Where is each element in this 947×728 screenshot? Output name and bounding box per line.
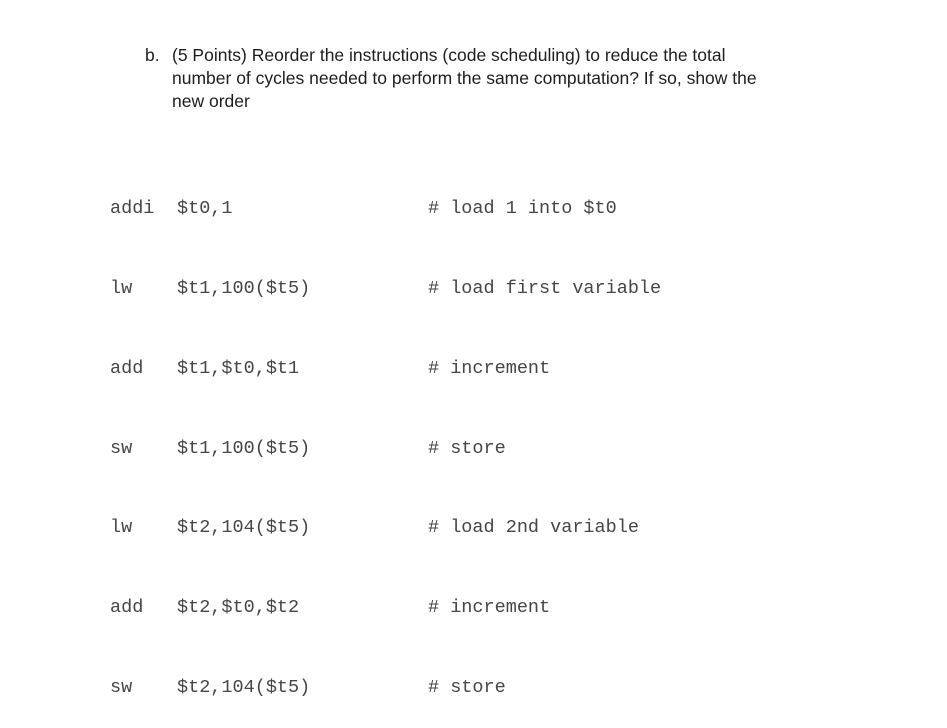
instruction-comment: # load 2nd variable — [428, 517, 639, 539]
question-text-line: number of cycles needed to perform the s… — [172, 68, 757, 88]
code-line: lw $t2,104($t5) # load 2nd variable — [110, 515, 661, 542]
question-text-line: (5 Points) Reorder the instructions (cod… — [172, 45, 726, 65]
code-line: sw $t2,104($t5) # store — [110, 675, 661, 702]
instruction-operands: $t2,104($t5) — [177, 517, 311, 539]
code-line: sw $t1,100($t5) # store — [110, 436, 661, 463]
instruction-comment: # load first variable — [428, 277, 662, 299]
instruction-mnemonic: lw — [110, 277, 133, 299]
instruction-operands: $t2,104($t5) — [177, 676, 311, 698]
question-label: b. — [145, 45, 160, 65]
instruction-operands: $t1,100($t5) — [177, 437, 311, 459]
instruction-mnemonic: lw — [110, 517, 133, 539]
instruction-mnemonic: sw — [110, 437, 133, 459]
question-item-b: b. (5 Points) Reorder the instructions (… — [145, 44, 757, 113]
code-line: lw $t1,100($t5) # load first variable — [110, 276, 661, 303]
code-line: add $t1,$t0,$t1 # increment — [110, 356, 661, 383]
instruction-operands: $t0,1 — [177, 198, 233, 220]
instruction-comment: # increment — [428, 357, 551, 379]
instruction-mnemonic: add — [110, 597, 144, 619]
code-line: addi $t0,1 # load 1 into $t0 — [110, 196, 661, 223]
instruction-comment: # store — [428, 437, 506, 459]
instruction-comment: # load 1 into $t0 — [428, 198, 617, 220]
instruction-mnemonic: add — [110, 357, 144, 379]
instruction-comment: # increment — [428, 597, 551, 619]
instruction-mnemonic: addi — [110, 198, 155, 220]
question-text: (5 Points) Reorder the instructions (cod… — [172, 44, 757, 113]
code-line: add $t2,$t0,$t2 # increment — [110, 595, 661, 622]
instruction-operands: $t1,100($t5) — [177, 277, 311, 299]
assembly-code-listing: addi $t0,1 # load 1 into $t0 lw $t1,100(… — [110, 143, 661, 728]
instruction-mnemonic: sw — [110, 676, 133, 698]
instruction-comment: # store — [428, 676, 506, 698]
question-text-line: new order — [172, 91, 250, 111]
instruction-operands: $t2,$t0,$t2 — [177, 597, 300, 619]
instruction-operands: $t1,$t0,$t1 — [177, 357, 300, 379]
